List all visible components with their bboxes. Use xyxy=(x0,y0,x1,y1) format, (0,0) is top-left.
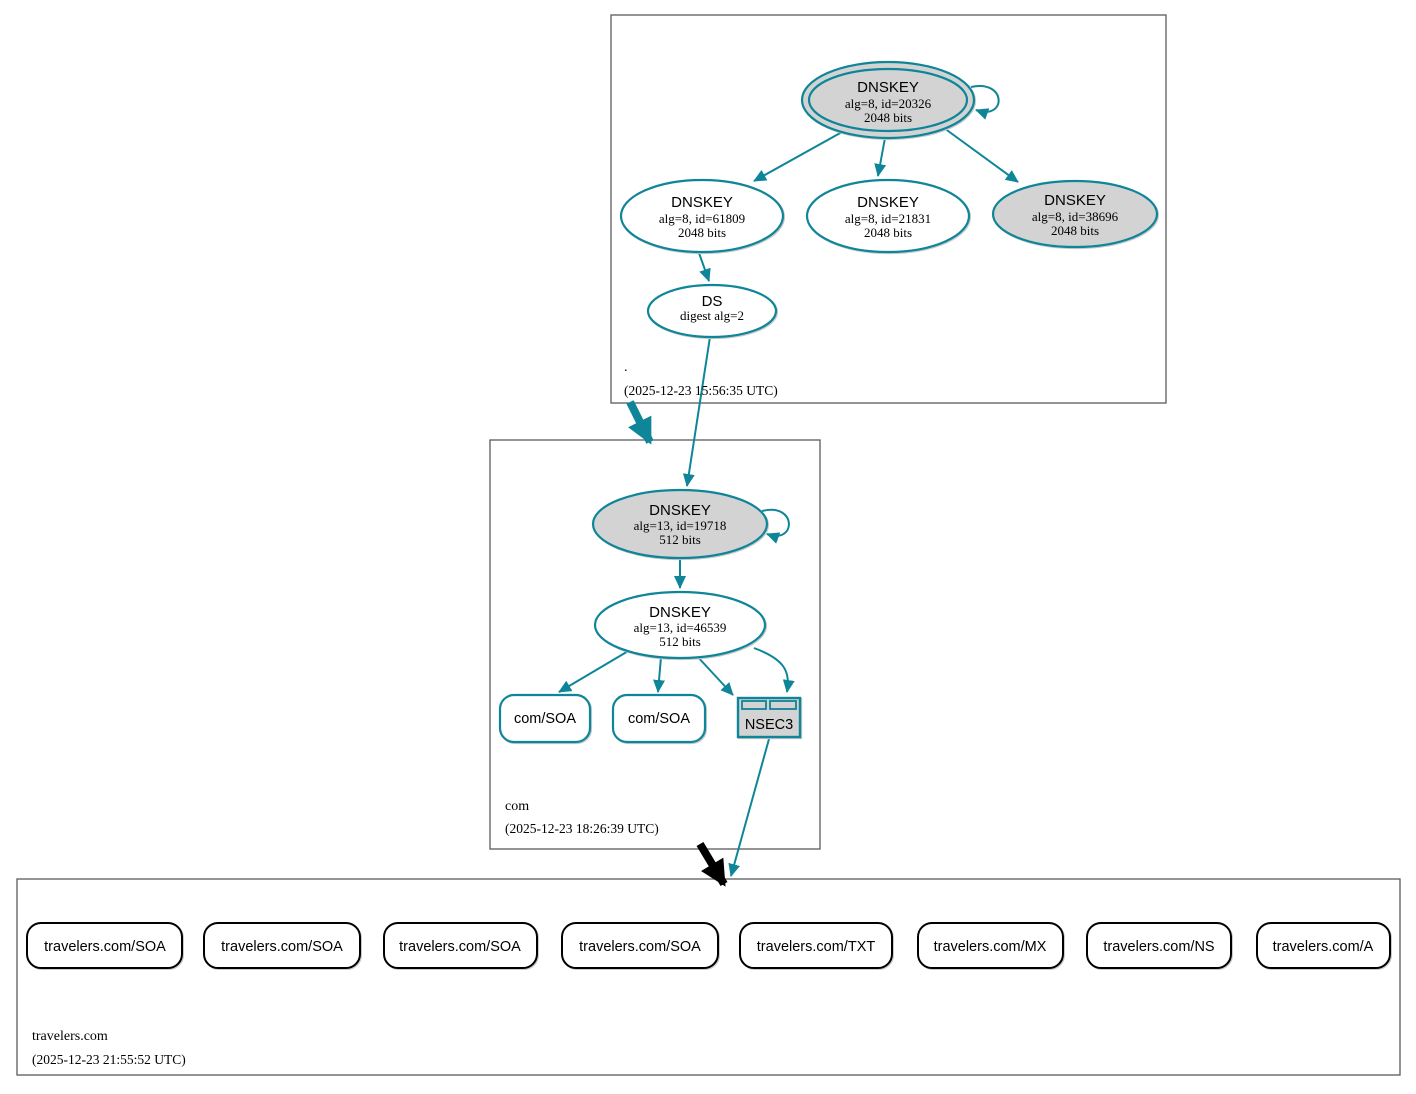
node-travelers-mx: travelers.com/MX xyxy=(917,922,1064,969)
edge-zsk46539-to-soa1 xyxy=(558,649,631,693)
edge-zsk46539-to-soa2 xyxy=(653,656,666,693)
ds-title: DS xyxy=(702,293,723,310)
edge-ksk20326-selfsign xyxy=(970,84,1000,120)
travelers-soa-2-label: travelers.com/SOA xyxy=(221,939,343,955)
dnskey-38696-detail: alg=8, id=38696 xyxy=(1032,209,1119,224)
com-soa-1-label: com/SOA xyxy=(514,711,576,727)
dnskey-21831-detail: alg=8, id=21831 xyxy=(845,211,931,226)
node-dnskey-38696: DNSKEY alg=8, id=38696 2048 bits xyxy=(991,179,1159,249)
edge-nsec3-to-travelers xyxy=(728,738,770,877)
nsec3-label: NSEC3 xyxy=(745,717,793,733)
travelers-soa-1-label: travelers.com/SOA xyxy=(44,939,166,955)
node-travelers-ns: travelers.com/NS xyxy=(1086,922,1232,969)
travelers-ns-label: travelers.com/NS xyxy=(1103,939,1214,955)
edge-zsk46539-to-nsec3-left xyxy=(695,654,734,696)
edge-secure-delegation-root-com xyxy=(626,400,654,445)
travelers-a-rect xyxy=(1256,922,1391,969)
dnskey-21831-title: DNSKEY xyxy=(857,194,919,211)
dnskey-46539-title: DNSKEY xyxy=(649,604,711,621)
dnskey-61809-ellipse xyxy=(619,178,785,254)
edges-com xyxy=(558,508,795,887)
edges-root xyxy=(626,84,1019,487)
ds-detail: digest alg=2 xyxy=(680,308,744,323)
zone-label-travelers: travelers.com xyxy=(32,1029,108,1044)
dnskey-61809-detail: alg=8, id=61809 xyxy=(659,211,745,226)
node-dnskey-61809: DNSKEY alg=8, id=61809 2048 bits xyxy=(619,178,785,254)
dnskey-46539-ellipse xyxy=(593,590,767,660)
edge-zsk46539-to-nsec3-right xyxy=(753,647,795,693)
node-travelers-soa-4: travelers.com/SOA xyxy=(561,922,719,969)
dnskey-19718-ellipse xyxy=(591,488,769,560)
travelers-ns-rect xyxy=(1086,922,1232,969)
edge-insecure-delegation-com-travelers xyxy=(696,841,728,887)
node-travelers-a: travelers.com/A xyxy=(1256,922,1391,969)
edge-ksk19718-selfsign xyxy=(761,508,790,544)
com-soa-1-rect xyxy=(498,693,592,744)
nsec3-cell-right xyxy=(769,700,797,710)
node-travelers-soa-1: travelers.com/SOA xyxy=(26,922,183,969)
com-soa-2-rect xyxy=(611,693,707,744)
node-travelers-soa-3: travelers.com/SOA xyxy=(383,922,538,969)
node-travelers-soa-2: travelers.com/SOA xyxy=(203,922,361,969)
dnskey-61809-title: DNSKEY xyxy=(671,194,733,211)
travelers-soa-3-rect xyxy=(383,922,538,969)
travelers-a-label: travelers.com/A xyxy=(1273,939,1374,955)
dnskey-61809-bits: 2048 bits xyxy=(678,225,726,240)
node-travelers-txt: travelers.com/TXT xyxy=(739,922,893,969)
zone-timestamp-root: (2025-12-23 15:56:35 UTC) xyxy=(624,383,778,398)
dnskey-19718-bits: 512 bits xyxy=(659,532,701,547)
node-dnskey-20326: DNSKEY alg=8, id=20326 2048 bits xyxy=(800,60,976,140)
edge-ksk20326-to-zsk61809 xyxy=(753,131,843,182)
zone-label-root: . xyxy=(624,360,628,375)
edge-zsk61809-to-ds xyxy=(698,252,711,282)
edge-ksk20326-to-ksk38696 xyxy=(943,127,1019,183)
travelers-txt-label: travelers.com/TXT xyxy=(757,939,876,955)
edge-ksk20326-to-zsk21831 xyxy=(874,137,887,177)
dnskey-21831-ellipse xyxy=(805,178,971,254)
dnskey-19718-detail: alg=13, id=19718 xyxy=(634,518,727,533)
node-ds: DS digest alg=2 xyxy=(646,283,778,339)
dnskey-46539-detail: alg=13, id=46539 xyxy=(634,620,727,635)
dnskey-38696-bits: 2048 bits xyxy=(1051,223,1099,238)
dnskey-20326-inner-ellipse xyxy=(807,67,969,133)
zone-timestamp-travelers: (2025-12-23 21:55:52 UTC) xyxy=(32,1052,186,1067)
zone-box-travelers xyxy=(16,878,1401,1076)
zone-label-com: com xyxy=(505,799,529,814)
dnskey-20326-bits: 2048 bits xyxy=(864,110,912,125)
node-nsec3: NSEC3 xyxy=(736,696,802,739)
travelers-mx-rect xyxy=(917,922,1064,969)
node-dnskey-46539: DNSKEY alg=13, id=46539 512 bits xyxy=(593,590,767,660)
node-dnskey-19718: DNSKEY alg=13, id=19718 512 bits xyxy=(591,488,769,560)
travelers-soa-2-rect xyxy=(203,922,361,969)
zone-timestamp-com: (2025-12-23 18:26:39 UTC) xyxy=(505,821,659,836)
travelers-soa-4-rect xyxy=(561,922,719,969)
dnskey-46539-bits: 512 bits xyxy=(659,634,701,649)
travelers-mx-label: travelers.com/MX xyxy=(934,939,1047,955)
node-dnskey-21831: DNSKEY alg=8, id=21831 2048 bits xyxy=(805,178,971,254)
dnskey-21831-bits: 2048 bits xyxy=(864,225,912,240)
travelers-txt-rect xyxy=(739,922,893,969)
dnskey-19718-title: DNSKEY xyxy=(649,502,711,519)
dnskey-38696-title: DNSKEY xyxy=(1044,192,1106,209)
node-com-soa-2: com/SOA xyxy=(611,693,707,744)
travelers-soa-3-label: travelers.com/SOA xyxy=(399,939,521,955)
dnskey-20326-title: DNSKEY xyxy=(857,79,919,96)
nsec3-cell-left xyxy=(741,700,767,710)
node-com-soa-1: com/SOA xyxy=(498,693,592,744)
com-soa-2-label: com/SOA xyxy=(628,711,690,727)
travelers-soa-1-rect xyxy=(26,922,183,969)
dnskey-38696-ellipse xyxy=(991,179,1159,249)
dnskey-20326-detail: alg=8, id=20326 xyxy=(845,96,932,111)
travelers-soa-4-label: travelers.com/SOA xyxy=(579,939,701,955)
edge-ds-to-com-ksk xyxy=(682,336,711,487)
dnskey-20326-outer-ellipse xyxy=(800,60,976,140)
ds-ellipse xyxy=(646,283,778,339)
